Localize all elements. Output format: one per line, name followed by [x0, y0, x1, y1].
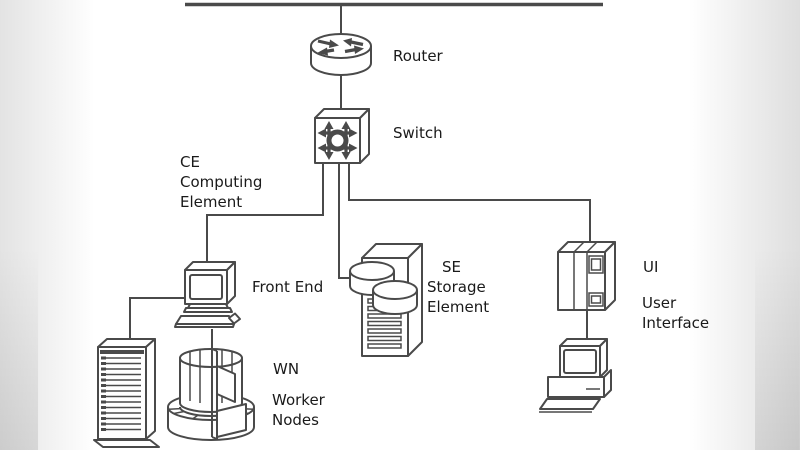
- router-icon: [310, 33, 372, 76]
- workstation-icon: [539, 338, 612, 413]
- wn-name-label: Worker Nodes: [272, 391, 325, 429]
- keyboard: [175, 315, 235, 325]
- keyboard: [539, 398, 601, 410]
- disk-icon: [372, 280, 418, 315]
- connection-lines: [129, 2, 603, 350]
- switch-label: Switch: [393, 124, 443, 142]
- se-name-label: Storage Element: [427, 278, 490, 316]
- ui-name-label: User Interface: [642, 294, 710, 332]
- rack-frontend-link: [129, 297, 184, 341]
- switch-storage-link: [338, 163, 351, 279]
- wn-abbr-label: WN: [273, 360, 300, 378]
- router-label: Router: [393, 47, 443, 65]
- ui-abbr-label: UI: [643, 258, 659, 276]
- mouse: [228, 312, 241, 325]
- frontend-computer-icon: [174, 261, 241, 328]
- switch-ui-link: [348, 163, 591, 244]
- rack-server-icon: [93, 338, 160, 448]
- se-abbr-label: SE: [442, 258, 461, 276]
- screen: [189, 274, 223, 300]
- frontend-label: Front End: [252, 278, 324, 296]
- switch-icon: [314, 108, 370, 164]
- screen: [563, 349, 597, 374]
- worker-nodes-cluster-icon: [167, 348, 255, 441]
- storage-server-icon: [349, 243, 423, 357]
- ce-name-label: Computing Element: [180, 173, 263, 211]
- ui-server-icon: [557, 241, 616, 311]
- ce-abbr-label: CE: [180, 153, 200, 171]
- switch-frontend-link: [206, 163, 324, 264]
